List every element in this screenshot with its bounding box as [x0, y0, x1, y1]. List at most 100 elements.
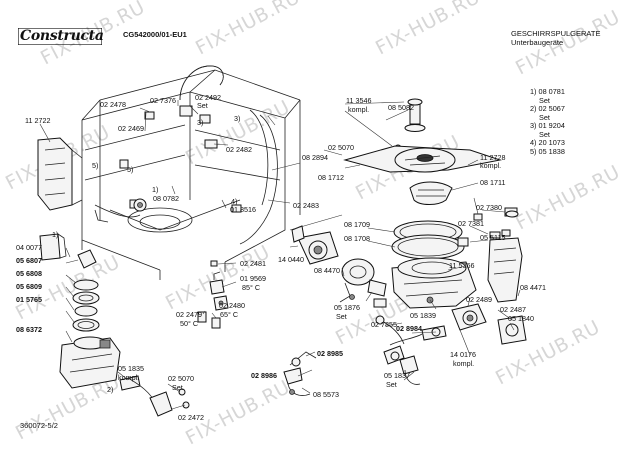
part-label: 02 7376	[150, 96, 176, 105]
part-label: 11 2722	[25, 116, 50, 125]
part-label: 02 8984	[396, 324, 422, 333]
part-label: 08 1709	[344, 220, 370, 229]
part-label: 05 6807	[16, 256, 42, 265]
part-label: 08 5082	[388, 103, 414, 112]
part-label: 02 8985	[317, 349, 343, 358]
part-label: 05 6808	[16, 269, 42, 278]
legend-row: Set	[539, 129, 550, 139]
part-label: 04 0077	[16, 243, 42, 252]
part-label: 50° C	[180, 319, 198, 328]
part-label: 05 1876	[334, 303, 360, 312]
part-label: kompl.	[480, 161, 501, 170]
part-label: 02 2483	[293, 201, 319, 210]
part-label: 08 0782	[153, 194, 179, 203]
model-number: CG542000/01-EU1	[123, 30, 187, 39]
part-label: 05 1840	[508, 314, 534, 323]
part-label: 02 2487	[500, 305, 526, 314]
part-label: Set	[386, 380, 397, 389]
part-label: 08 1708	[344, 234, 370, 243]
part-label: 65° C	[220, 310, 238, 319]
part-label: 01 9569	[240, 274, 266, 283]
part-label: 5)	[127, 165, 133, 174]
part-label: 05 6809	[16, 282, 42, 291]
legend-row: 2) 02 5067	[530, 104, 565, 113]
title-line-2: Unterbaugeräte	[511, 38, 564, 47]
part-label: 05 1837	[384, 371, 410, 380]
diagram-title: GESCHIRRSPULGERATE Unterbaugeräte	[511, 29, 600, 47]
part-label: 1)	[152, 185, 158, 194]
set-legend: 1) 08 0781 Set 2) 02 5067 Set 3) 01 9204…	[530, 87, 565, 156]
part-label: Set	[172, 383, 183, 392]
part-label: kompl.	[348, 105, 369, 114]
part-label: 02 5070	[168, 374, 194, 383]
part-label: 02 2469	[118, 124, 144, 133]
part-label: 05 1839	[410, 311, 436, 320]
part-label: 3)	[234, 114, 240, 123]
part-label: 02 2492	[195, 93, 221, 102]
part-label: 08 2894	[302, 153, 328, 162]
document-id: 360072-5/2	[20, 421, 58, 430]
part-label: 02 2478	[100, 100, 126, 109]
part-label: 01 8516	[230, 205, 256, 214]
part-label: 08 1712	[318, 173, 344, 182]
left-parts-column	[39, 233, 121, 389]
part-label: 11 2728	[480, 153, 505, 162]
part-label: 02 2472	[178, 413, 204, 422]
part-label: 02 7380	[476, 203, 502, 212]
part-label: 02 2481	[240, 259, 266, 268]
brand-name: Constructa	[20, 28, 104, 44]
part-label: 02 7855	[371, 320, 397, 329]
part-label: 85° C	[242, 283, 260, 292]
thermostat-parts	[197, 260, 229, 329]
legend-row: 1) 08 0781	[530, 87, 565, 96]
part-label: 11 5366	[449, 261, 474, 270]
part-label: 5)	[92, 161, 98, 170]
part-label: 14 0440	[278, 255, 304, 264]
watermark-text: FIX-HUB.RU	[372, 0, 484, 59]
leader-lines	[39, 100, 521, 410]
part-label: Set	[197, 101, 208, 110]
legend-row: Set	[539, 112, 550, 122]
legend-row: 3) 01 9204	[530, 121, 565, 130]
part-label: 11 3546	[346, 96, 371, 105]
drain-pump-parts	[291, 225, 387, 308]
part-label: 02 2479	[176, 310, 202, 319]
small-hardware-parts	[283, 351, 317, 396]
part-label: 05 5115	[480, 233, 505, 242]
part-label: 01 5765	[16, 295, 42, 304]
part-label: 02 8986	[251, 371, 277, 380]
side-bracket-part	[37, 137, 83, 211]
part-label: 02 7381	[458, 219, 484, 228]
heater-bracket-part	[487, 229, 523, 303]
title-line-1: GESCHIRRSPULGERATE	[511, 29, 601, 38]
part-label: 2)	[107, 385, 113, 394]
part-label: 08 4471	[520, 283, 546, 292]
part-label: 08 5573	[313, 390, 339, 399]
legend-row: 4) 20 1073	[530, 138, 565, 147]
spray-arm-assembly	[343, 98, 519, 309]
part-label: 14 0176	[450, 350, 476, 359]
part-label: 08 4470	[314, 266, 340, 275]
part-label: Set	[336, 312, 347, 321]
watermark-text: FIX-HUB.RU	[512, 161, 624, 234]
part-label: 02 2480	[219, 301, 245, 310]
part-label: 08 6372	[16, 325, 42, 334]
part-label: 02 2482	[226, 145, 252, 154]
watermark-text: FIX-HUB.RU	[192, 0, 304, 59]
part-label: 1)	[52, 230, 58, 239]
part-number-labels: 11 2722 02 2478 02 7376 02 2492 Set 02 2…	[16, 93, 546, 422]
part-label: kompl.	[453, 359, 474, 368]
part-label: 02 2489	[466, 295, 492, 304]
part-label: 4)	[231, 197, 237, 206]
part-label: kompl.	[118, 373, 139, 382]
part-label: 02 5070	[328, 143, 354, 152]
part-label: 3)	[197, 118, 203, 127]
legend-row: 5) 05 1838	[530, 146, 565, 156]
heater-flow-parts	[375, 303, 527, 385]
part-label: 08 1711	[480, 178, 505, 187]
part-label: 05 1835	[118, 364, 144, 373]
legend-row: Set	[539, 95, 550, 105]
hose-parts	[119, 375, 190, 417]
